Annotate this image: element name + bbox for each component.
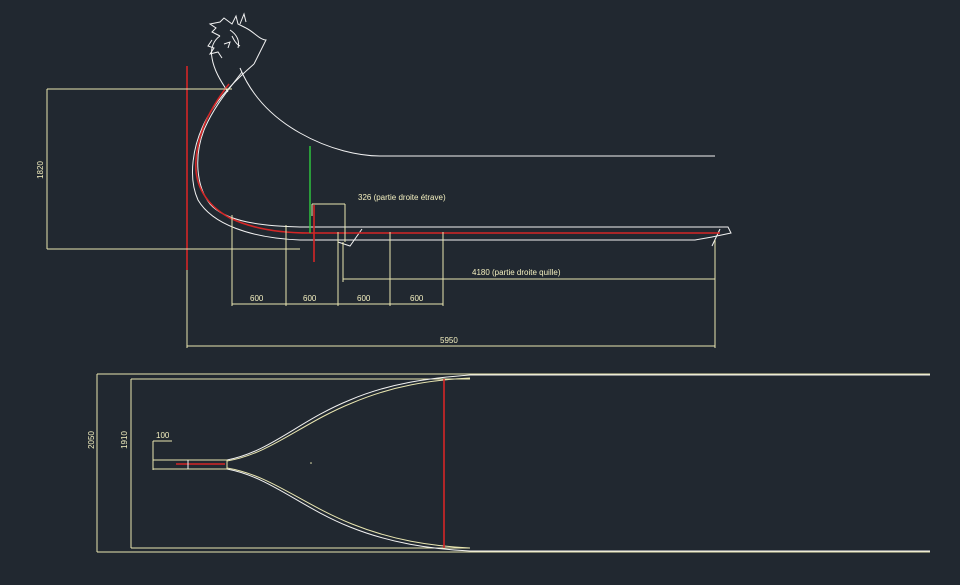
keel-centerline-red [195,83,720,234]
hull-inner-profile [197,71,732,238]
keel-dim-label: 4180 (partie droite quille) [472,268,561,277]
height-dim-label: 1820 [36,161,45,179]
dragon-head-figurehead [207,12,267,93]
plan-view: 2050 1910 100 [87,373,930,553]
hull-planform-upper-outer [226,374,930,461]
total-length-dim-label: 5950 [440,336,458,345]
scarf-joint [337,228,363,247]
stem-width-dim-label: 100 [156,431,170,440]
spacing-dim-label-1: 600 [250,294,264,303]
hull-planform-lower-outer [226,468,930,552]
outer-width-dim-label: 2050 [87,431,96,449]
stem-width-dimension: 100 [152,431,172,470]
hull-planform-upper-inner [226,377,471,462]
height-dimension: 1820 [36,88,300,250]
etrave-straight-dimension: 326 (partie droite étrave) [311,193,446,242]
inner-width-dim-label: 1910 [120,431,129,449]
station-spacing-dimensions: 600 600 600 600 [231,215,444,306]
hull-sheer-line [239,67,715,157]
hull-planform-lower-inner [226,467,471,549]
stem-keel-block [152,459,228,470]
hull-outer-profile [192,63,713,241]
total-length-dimension: 5950 [186,270,716,348]
spacing-dim-label-3: 600 [357,294,371,303]
side-view: 1820 326 (partie droite étrave) 4180 (pa… [36,12,732,348]
center-point [310,462,312,464]
keel-end-joint [711,228,721,247]
inner-width-dimension: 1910 [120,378,470,549]
spacing-dim-label-4: 600 [410,294,424,303]
keel-straight-dimension: 4180 (partie droite quille) [342,240,716,282]
etrave-dim-label: 326 (partie droite étrave) [358,193,446,202]
outer-width-dimension: 2050 [87,373,930,553]
spacing-dim-label-2: 600 [303,294,317,303]
